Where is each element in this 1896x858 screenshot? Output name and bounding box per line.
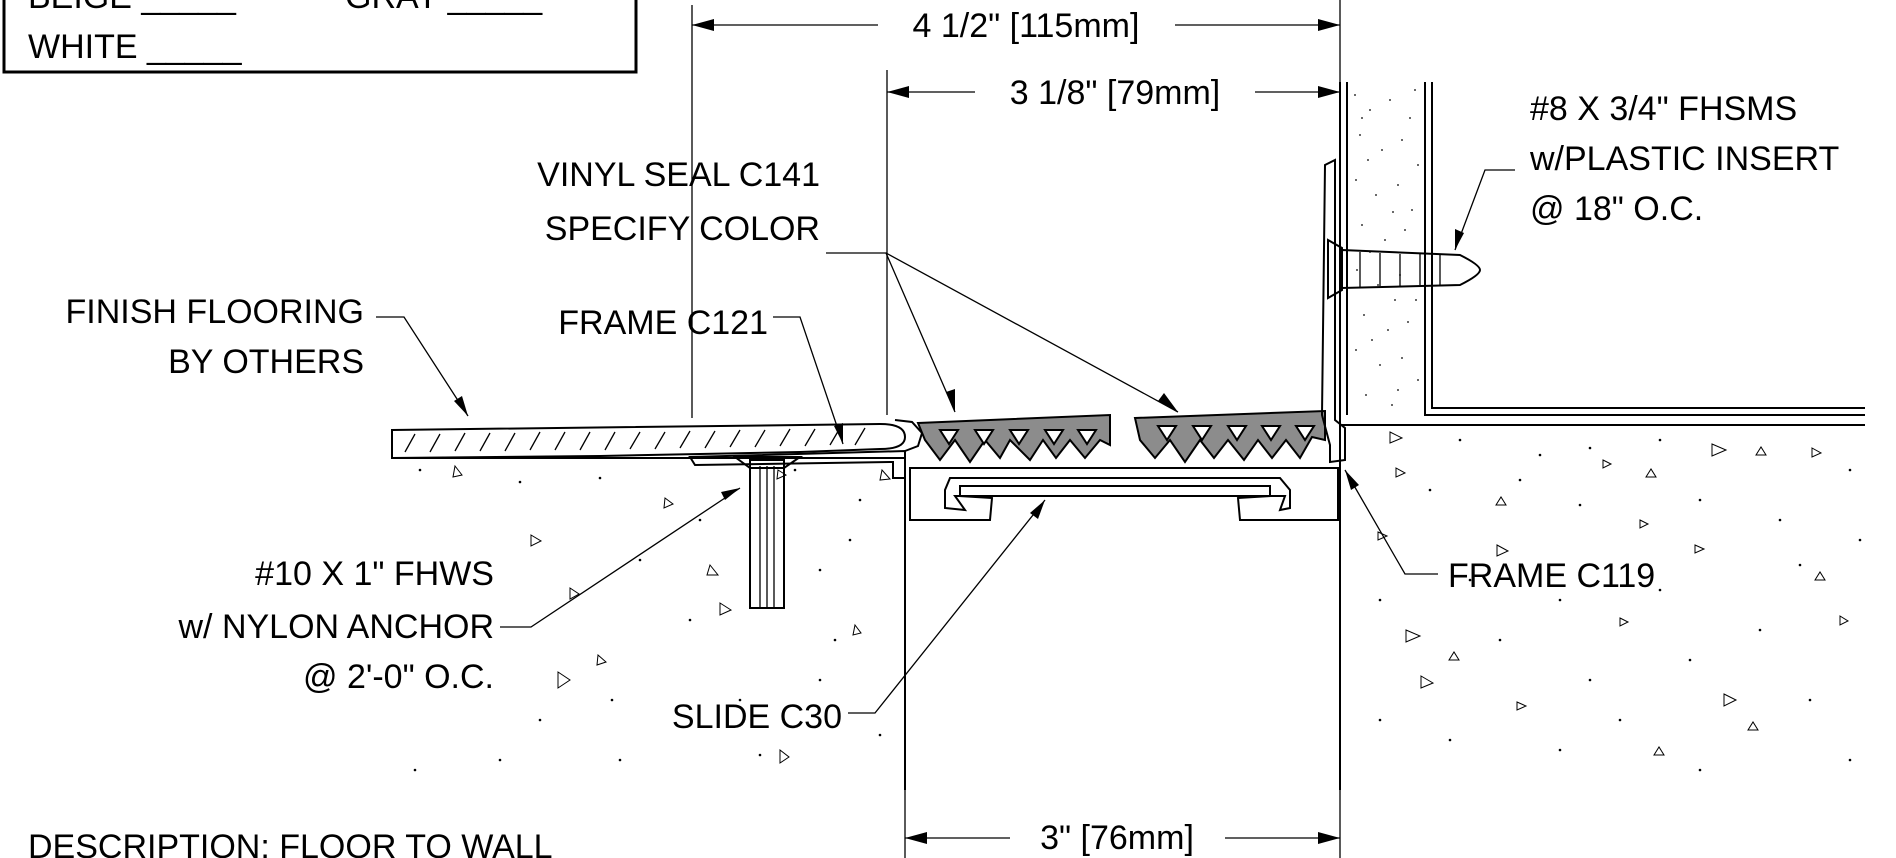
- finish-flooring: [391, 422, 907, 460]
- slide-c30: [909, 467, 1339, 521]
- fastener-label-3: @ 2'-0" O.C.: [303, 658, 494, 696]
- specify-color-label: SPECIFY COLOR: [545, 210, 820, 248]
- seal-right: [1133, 409, 1326, 464]
- screw-label-2: w/PLASTIC INSERT: [1529, 140, 1839, 178]
- color-gray: GRAY _____: [345, 0, 543, 16]
- leader-arrowheads: [454, 229, 1464, 519]
- vinyl-seal-c141: [916, 409, 1326, 464]
- dim-gap: 3" [76mm]: [1040, 819, 1194, 857]
- fastener-label-1: #10 X 1" FHWS: [255, 555, 494, 593]
- flooring-hatch: [404, 427, 866, 453]
- finish-flooring-label: FINISH FLOORING: [66, 293, 364, 331]
- seal-holes: [938, 425, 1316, 446]
- left-slab-aggregate: [452, 464, 892, 764]
- wall-section: [1339, 82, 1865, 425]
- right-concrete-slab: [1339, 424, 1865, 790]
- color-white: WHITE _____: [28, 28, 243, 66]
- wall-screw: [1327, 238, 1482, 300]
- dim-overall: 4 1/2" [115mm]: [913, 7, 1140, 45]
- screw-label-3: @ 18" O.C.: [1530, 190, 1703, 228]
- screw-label-1: #8 X 3/4" FHSMS: [1530, 90, 1797, 128]
- slide-c30-label: SLIDE C30: [672, 698, 842, 736]
- callouts: VINYL SEAL C141 SPECIFY COLOR FINISH FLO…: [28, 90, 1839, 858]
- right-slab-speckle: [1378, 438, 1862, 772]
- description-label: DESCRIPTION: FLOOR TO WALL: [28, 828, 553, 858]
- dim-seal: 3 1/8" [79mm]: [1010, 74, 1221, 112]
- leader-lines: [376, 169, 1515, 714]
- left-slab-speckle: [413, 468, 882, 772]
- seal-left: [916, 413, 1111, 464]
- by-others-label: BY OTHERS: [168, 343, 364, 381]
- dimension-lines: 4 1/2" [115mm] 3 1/8" [79mm] 3" [76mm]: [691, 0, 1341, 858]
- fastener-label-2: w/ NYLON ANCHOR: [178, 608, 495, 646]
- color-selection-box: BEIGE _____ GRAY _____ WHITE _____: [2, 0, 638, 74]
- frame-c121-label: FRAME C121: [558, 304, 768, 342]
- right-slab-aggregate: [1377, 431, 1850, 756]
- frame-c119: [1320, 158, 1346, 464]
- nylon-anchor: [731, 456, 804, 609]
- frame-c119-label: FRAME C119: [1448, 557, 1655, 595]
- color-beige: BEIGE _____: [28, 0, 237, 16]
- vinyl-seal-label: VINYL SEAL C141: [537, 156, 820, 194]
